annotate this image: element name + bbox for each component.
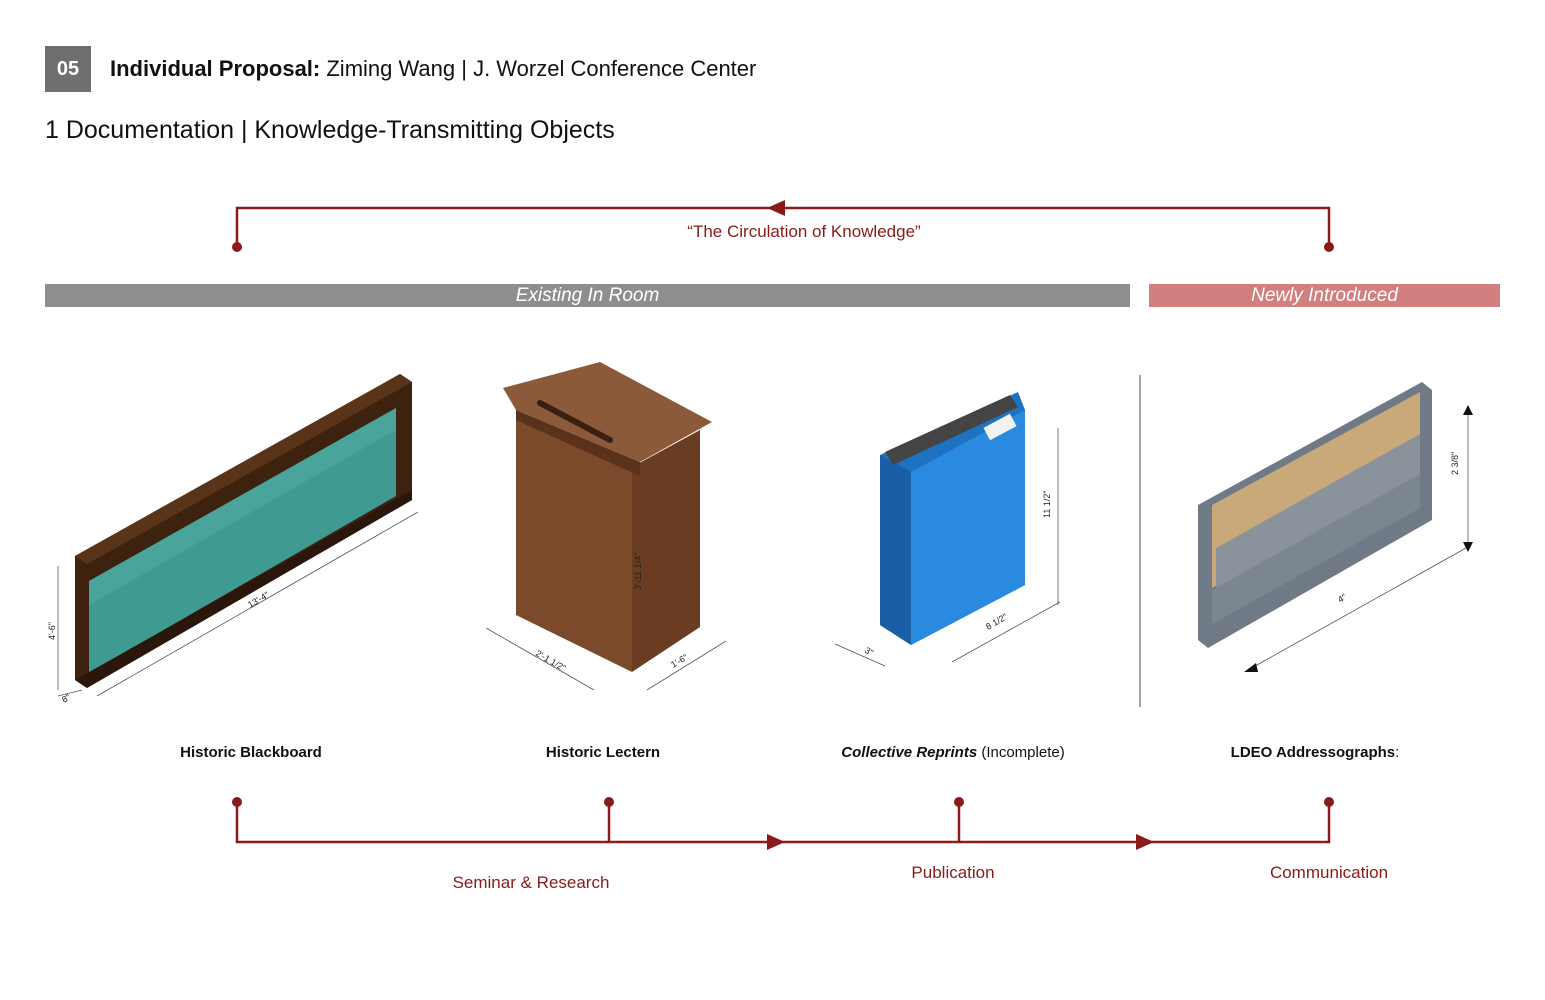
blackboard-dim-depth: 8" bbox=[60, 692, 72, 705]
lectern-dim-height: 3'-11 1/4" bbox=[633, 553, 643, 590]
addressograph-dimension-lines bbox=[1247, 410, 1469, 671]
lectern-dimension-lines bbox=[485, 627, 727, 691]
book-drawing bbox=[880, 392, 1025, 645]
caption-addressographs-rest: : bbox=[1395, 744, 1400, 761]
circulation-label: “The Circulation of Knowledge” bbox=[687, 222, 921, 241]
caption-lectern: Historic Lectern bbox=[546, 744, 660, 761]
section-title: 1 Documentation | Knowledge-Transmitting… bbox=[45, 116, 615, 144]
addressograph-drawing bbox=[1198, 382, 1432, 648]
blackboard-drawing bbox=[75, 374, 412, 688]
book-dim-width: 8 1/2" bbox=[984, 611, 1009, 631]
flow-label-publication: Publication bbox=[911, 863, 995, 882]
caption-reprints-rest: (Incomplete) bbox=[977, 744, 1065, 761]
flow-node-reprints bbox=[954, 797, 964, 807]
flow-label-seminar: Seminar & Research bbox=[452, 873, 610, 892]
addressograph-dim-width: 4" bbox=[1336, 592, 1348, 605]
caption-lectern-name: Historic Lectern bbox=[545, 744, 661, 761]
book-dim-thickness: 3" bbox=[863, 645, 875, 658]
addressograph-dim-height: 2 3/8" bbox=[1450, 452, 1460, 475]
lectern-drawing bbox=[503, 362, 712, 672]
flow-arrowhead-2 bbox=[1136, 834, 1154, 850]
flow-node-lectern bbox=[604, 797, 614, 807]
lectern-dim-width: 2'-1 1/2" bbox=[534, 648, 568, 673]
caption-blackboard-name: Historic Blackboard bbox=[180, 744, 322, 761]
caption-reprints-name: Collective Reprints bbox=[841, 744, 978, 761]
book-dim-height: 11 1/2" bbox=[1042, 490, 1052, 518]
addressograph-arrow-bottom bbox=[1463, 542, 1473, 552]
addressograph-arrow-top bbox=[1463, 405, 1473, 415]
flow-node-blackboard bbox=[232, 797, 242, 807]
addressograph-arrow-left bbox=[1244, 663, 1258, 672]
circulation-node-left bbox=[232, 242, 242, 252]
book-dimension-lines bbox=[834, 428, 1061, 667]
process-flow bbox=[235, 802, 1331, 844]
circulation-arrowhead bbox=[767, 200, 785, 216]
blackboard-dimension-lines bbox=[57, 511, 419, 697]
existing-in-room-band: Existing In Room bbox=[45, 284, 1130, 307]
circulation-node-right bbox=[1324, 242, 1334, 252]
caption-blackboard: Historic Blackboard bbox=[180, 744, 322, 761]
section-number-badge: 05 bbox=[45, 46, 91, 92]
header-title-rest: Ziming Wang | J. Worzel Conference Cente… bbox=[320, 56, 757, 81]
page-header: Individual Proposal: Ziming Wang | J. Wo… bbox=[110, 56, 756, 82]
newly-introduced-band: Newly Introduced bbox=[1149, 284, 1500, 307]
caption-addressographs-name: LDEO Addressographs bbox=[1230, 744, 1396, 761]
header-title-bold: Individual Proposal: bbox=[110, 56, 321, 81]
caption-addressographs: LDEO Addressographs: bbox=[1231, 744, 1400, 761]
caption-reprints: Collective Reprints (Incomplete) bbox=[841, 744, 1064, 761]
flow-arrowhead-1 bbox=[767, 834, 785, 850]
blackboard-dim-height: 4'-6" bbox=[47, 622, 57, 640]
flow-node-addressographs bbox=[1324, 797, 1334, 807]
flow-label-communication: Communication bbox=[1269, 863, 1389, 882]
lectern-dim-depth: 1'-6" bbox=[669, 652, 690, 670]
lectern-grid bbox=[529, 419, 621, 665]
